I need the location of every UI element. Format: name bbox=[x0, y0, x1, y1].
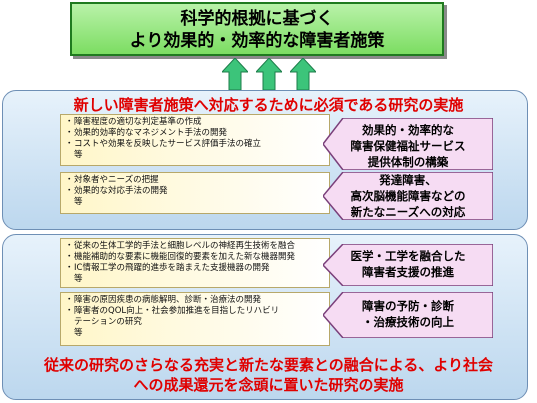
outcome-box-med-eng: 医学・工学を融合した 障害者支援の推進 bbox=[323, 244, 493, 286]
panel2-title-line1: 従来の研究のさらなる充実と新たな要素との融合による、より社会 bbox=[43, 356, 494, 374]
list-item: 障害程度の適切な判定基準の作成 bbox=[65, 117, 325, 128]
goal-title-line2: より効果的・効率的な障害者施策 bbox=[129, 31, 385, 51]
panel2-title-line2: への成果還元を念頭に置いた研究の実施 bbox=[133, 376, 404, 394]
outcome-line: 効果的・効率的な bbox=[362, 123, 454, 137]
list-item: 対象者やニーズの把握 bbox=[65, 175, 325, 186]
list-item: IC情報工学の飛躍的進歩を踏まえた支援機器の開発 bbox=[65, 263, 325, 274]
engineering-list-box: 従来の生体工学的手法と細胞レベルの神経再生技術を融合 機能補助的な要素に機能回復… bbox=[60, 238, 330, 288]
needs-list-box: 対象者やニーズの把握 効果的な対応手法の開発 等 bbox=[60, 172, 330, 214]
etc-label: 等 bbox=[74, 274, 83, 284]
outcome-line: ・治療技術の向上 bbox=[362, 315, 454, 329]
panel1-title: 新しい障害者施策へ対応するために必須である研究の実施 bbox=[73, 96, 464, 114]
etc-label: 等 bbox=[74, 328, 83, 338]
outcome-line: 障害の予防・診断 bbox=[362, 299, 454, 313]
policy-list-box: 障害程度の適切な判定基準の作成 効果的効率的なマネジメント手法の開発 コストや効… bbox=[60, 114, 330, 166]
outcome-box-service-system: 効果的・効率的な 障害保健福祉サービス 提供体制の構築 bbox=[323, 118, 493, 170]
etc-label: 等 bbox=[74, 150, 83, 160]
outcome-line: 障害者支援の推進 bbox=[362, 265, 454, 279]
etc-label: 等 bbox=[74, 197, 83, 207]
list-item: 効果的な対応手法の開発 bbox=[65, 186, 325, 197]
list-item: コストや効果を反映したサービス評価手法の確立 bbox=[65, 139, 325, 150]
up-arrow-icon bbox=[222, 58, 248, 90]
goal-box: 科学的根拠に基づく より効果的・効率的な障害者施策 bbox=[70, 2, 444, 56]
outcome-line: 提供体制の構築 bbox=[367, 155, 449, 169]
list-item: 効果的効率的なマネジメント手法の開発 bbox=[65, 128, 325, 139]
list-item-continuation: テーションの研究 bbox=[74, 317, 142, 327]
list-item: 機能補助的な要素に機能回復的要素を加えた新な機器開発 bbox=[65, 252, 325, 263]
outcome-box-prevention: 障害の予防・診断 ・治療技術の向上 bbox=[323, 292, 493, 338]
up-arrow-icon bbox=[290, 58, 316, 90]
outcome-box-new-needs: 発達障害、 高次脳機能障害などの 新たなニーズへの対応 bbox=[323, 172, 493, 220]
outcome-line: 発達障害、 bbox=[379, 173, 437, 187]
list-item: 従来の生体工学的手法と細胞レベルの神経再生技術を融合 bbox=[65, 241, 325, 252]
medical-list-box: 障害の原因疾患の病態解明、診断・治療法の開発 障害者のQOL向上・社会参加推進を… bbox=[60, 292, 330, 346]
outcome-line: 高次脳機能障害などの bbox=[350, 189, 466, 203]
outcome-line: 新たなニーズへの対応 bbox=[350, 205, 466, 219]
up-arrow-icon bbox=[256, 58, 282, 90]
list-item: 障害の原因疾患の病態解明、診断・治療法の開発 bbox=[65, 295, 325, 306]
goal-title-line1: 科学的根拠に基づく bbox=[180, 9, 334, 29]
list-item: 障害者のQOL向上・社会参加推進を目指したリハビリ bbox=[65, 306, 325, 317]
outcome-line: 医学・工学を融合した bbox=[350, 249, 466, 263]
outcome-line: 障害保健福祉サービス bbox=[350, 139, 466, 153]
